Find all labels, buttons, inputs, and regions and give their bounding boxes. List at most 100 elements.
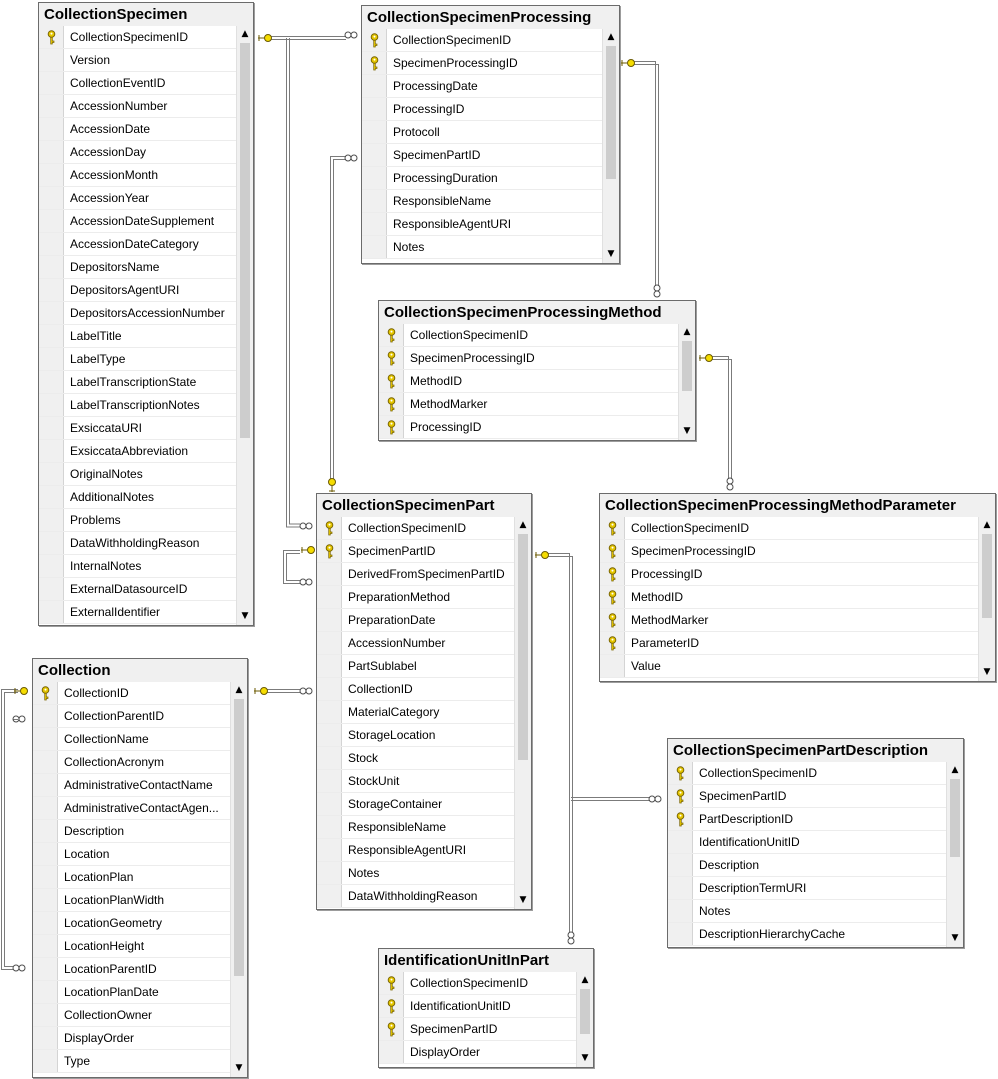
column-row[interactable]: AdministrativeContactName xyxy=(33,774,230,797)
column-row[interactable]: StockUnit xyxy=(317,770,514,793)
vertical-scrollbar[interactable]: ▲▼ xyxy=(602,29,619,263)
column-row[interactable]: DescriptionHierarchyCache xyxy=(668,923,946,946)
row-selector[interactable] xyxy=(600,563,625,585)
column-row[interactable]: Version xyxy=(39,49,236,72)
column-row[interactable]: AccessionDate xyxy=(39,118,236,141)
row-selector[interactable] xyxy=(600,586,625,608)
column-row[interactable]: DepositorsAccessionNumber xyxy=(39,302,236,325)
column-row[interactable]: StorageContainer xyxy=(317,793,514,816)
row-selector[interactable] xyxy=(600,655,625,677)
scrollbar-thumb[interactable] xyxy=(234,699,244,976)
row-selector[interactable] xyxy=(317,885,342,907)
scrollbar-thumb[interactable] xyxy=(982,534,992,618)
scroll-down-arrow-icon[interactable]: ▼ xyxy=(519,895,527,905)
row-selector[interactable] xyxy=(317,724,342,746)
column-row[interactable]: AccessionDateCategory xyxy=(39,233,236,256)
column-row[interactable]: DerivedFromSpecimenPartID xyxy=(317,563,514,586)
row-selector[interactable] xyxy=(317,655,342,677)
column-row[interactable]: CollectionSpecimenID xyxy=(668,762,946,785)
column-row[interactable]: AccessionDateSupplement xyxy=(39,210,236,233)
row-selector[interactable] xyxy=(317,632,342,654)
row-selector[interactable] xyxy=(33,797,58,819)
row-selector[interactable] xyxy=(379,393,404,415)
scrollbar-thumb[interactable] xyxy=(240,43,250,438)
row-selector[interactable] xyxy=(39,256,64,278)
row-selector[interactable] xyxy=(317,839,342,861)
row-selector[interactable] xyxy=(33,958,58,980)
row-selector[interactable] xyxy=(317,563,342,585)
row-selector[interactable] xyxy=(317,770,342,792)
vertical-scrollbar[interactable]: ▲▼ xyxy=(678,324,695,440)
row-selector[interactable] xyxy=(39,463,64,485)
row-selector[interactable] xyxy=(379,1018,404,1040)
column-row[interactable]: AccessionMonth xyxy=(39,164,236,187)
column-row[interactable]: ExternalIdentifier xyxy=(39,601,236,624)
row-selector[interactable] xyxy=(668,808,693,830)
row-selector[interactable] xyxy=(379,995,404,1017)
scroll-up-arrow-icon[interactable]: ▲ xyxy=(581,975,589,985)
column-row[interactable]: Problems xyxy=(39,509,236,532)
column-row[interactable]: CollectionAcronym xyxy=(33,751,230,774)
scroll-down-arrow-icon[interactable]: ▼ xyxy=(235,1063,243,1073)
column-row[interactable]: CollectionEventID xyxy=(39,72,236,95)
column-row[interactable]: ParameterID xyxy=(600,632,978,655)
table-title[interactable]: CollectionSpecimen xyxy=(39,3,253,27)
row-selector[interactable] xyxy=(362,213,387,235)
scrollbar-thumb[interactable] xyxy=(518,534,528,760)
row-selector[interactable] xyxy=(379,416,404,438)
column-row[interactable]: ExternalDatasourceID xyxy=(39,578,236,601)
column-row[interactable]: CollectionSpecimenID xyxy=(39,26,236,49)
row-selector[interactable] xyxy=(39,233,64,255)
scroll-up-arrow-icon[interactable]: ▲ xyxy=(951,765,959,775)
column-row[interactable]: ProcessingID xyxy=(600,563,978,586)
column-row[interactable]: DataWithholdingReason xyxy=(39,532,236,555)
column-row[interactable]: LocationPlanDate xyxy=(33,981,230,1004)
scroll-up-arrow-icon[interactable]: ▲ xyxy=(983,520,991,530)
column-row[interactable]: SpecimenPartID xyxy=(317,540,514,563)
column-row[interactable]: CollectionSpecimenID xyxy=(379,324,678,347)
column-row[interactable]: ProcessingID xyxy=(362,98,602,121)
column-row[interactable]: ExsiccataURI xyxy=(39,417,236,440)
column-row[interactable]: IdentificationUnitID xyxy=(668,831,946,854)
scroll-up-arrow-icon[interactable]: ▲ xyxy=(235,685,243,695)
column-row[interactable]: LocationPlanWidth xyxy=(33,889,230,912)
row-selector[interactable] xyxy=(379,1041,404,1063)
row-selector[interactable] xyxy=(379,972,404,994)
row-selector[interactable] xyxy=(379,370,404,392)
table-title[interactable]: CollectionSpecimenProcessing xyxy=(362,6,619,30)
column-row[interactable]: MethodMarker xyxy=(379,393,678,416)
column-row[interactable]: DescriptionTermURI xyxy=(668,877,946,900)
row-selector[interactable] xyxy=(39,555,64,577)
column-row[interactable]: ResponsibleAgentURI xyxy=(362,213,602,236)
column-row[interactable]: AccessionDay xyxy=(39,141,236,164)
row-selector[interactable] xyxy=(33,981,58,1003)
table-title[interactable]: CollectionSpecimenProcessingMethod xyxy=(379,301,695,325)
column-row[interactable]: Value xyxy=(600,655,978,678)
column-row[interactable]: SpecimenProcessingID xyxy=(379,347,678,370)
column-row[interactable]: SpecimenPartID xyxy=(668,785,946,808)
column-row[interactable]: AdditionalNotes xyxy=(39,486,236,509)
scroll-down-arrow-icon[interactable]: ▼ xyxy=(607,249,615,259)
row-selector[interactable] xyxy=(33,1050,58,1072)
scrollbar-thumb[interactable] xyxy=(606,46,616,179)
table-title[interactable]: Collection xyxy=(33,659,247,683)
column-row[interactable]: Notes xyxy=(668,900,946,923)
scrollbar-thumb[interactable] xyxy=(580,989,590,1034)
row-selector[interactable] xyxy=(33,682,58,704)
scroll-down-arrow-icon[interactable]: ▼ xyxy=(983,667,991,677)
row-selector[interactable] xyxy=(362,52,387,74)
column-row[interactable]: AccessionNumber xyxy=(39,95,236,118)
column-row[interactable]: CollectionSpecimenID xyxy=(600,517,978,540)
column-row[interactable]: IdentificationUnitID xyxy=(379,995,576,1018)
row-selector[interactable] xyxy=(39,279,64,301)
column-row[interactable]: MethodID xyxy=(379,370,678,393)
column-row[interactable]: Location xyxy=(33,843,230,866)
column-row[interactable]: CollectionParentID xyxy=(33,705,230,728)
column-row[interactable]: Protocoll xyxy=(362,121,602,144)
table-title[interactable]: IdentificationUnitInPart xyxy=(379,949,593,973)
table-cspmp[interactable]: CollectionSpecimenProcessingMethodParame… xyxy=(599,493,996,682)
vertical-scrollbar[interactable]: ▲▼ xyxy=(236,26,253,625)
column-row[interactable]: LocationGeometry xyxy=(33,912,230,935)
column-row[interactable]: AccessionNumber xyxy=(317,632,514,655)
